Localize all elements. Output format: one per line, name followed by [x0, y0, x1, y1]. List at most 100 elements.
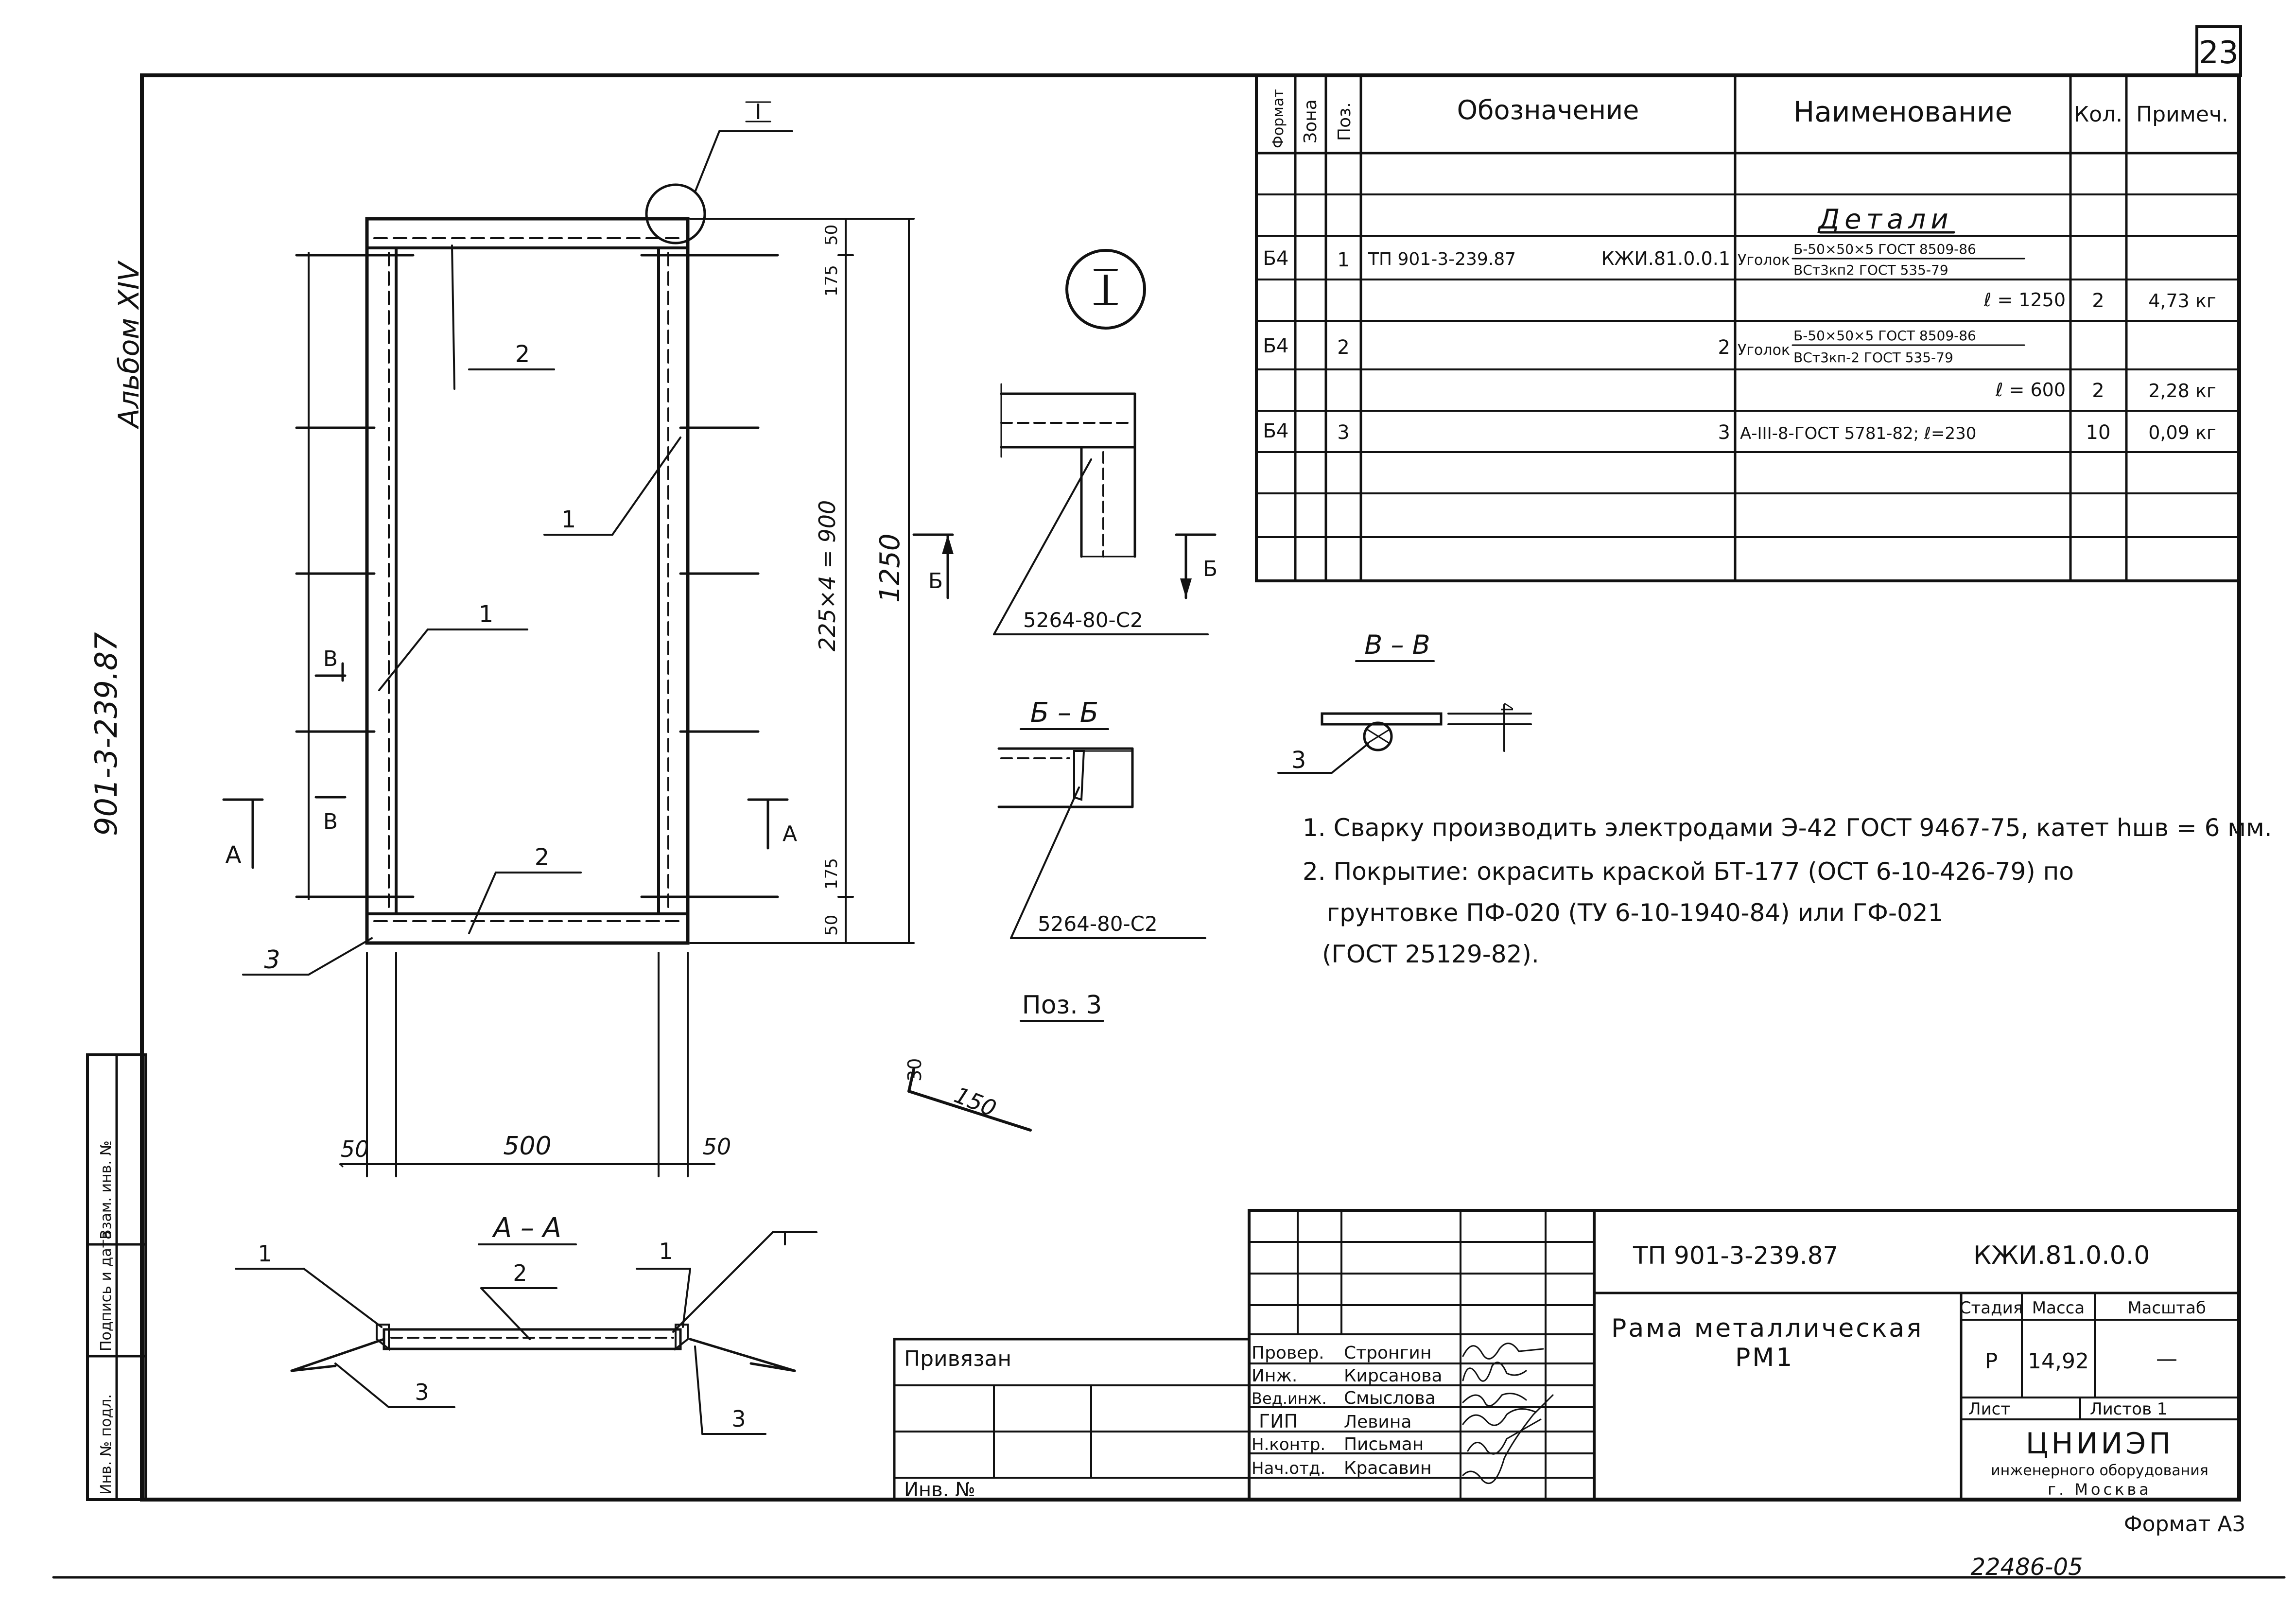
section-mark-a-left: А — [226, 841, 242, 869]
spec-row-1: Б4 1 ТП 901-3-239.87 КЖИ.81.0.0.1 Уголок… — [1263, 241, 2216, 312]
pos3-title: Поз. 3 — [1022, 991, 1102, 1020]
title-block: Привязан Инв. № Провер. Стронгин Инж. Ки… — [893, 1209, 2241, 1501]
col-designation: Обозначение — [1457, 95, 1639, 125]
section-vv: В – В 4 3 — [1277, 629, 1532, 774]
side-stamp: Инв. № подл. Подпись и дата Взам. инв. № — [86, 1053, 147, 1501]
spec-table: Формат Зона Поз. Обозначение Наименовани… — [1255, 74, 2241, 582]
signer-role-6: Нач.отд. — [1252, 1459, 1325, 1478]
signer-role-2: Инж. — [1252, 1366, 1297, 1386]
callout-3: 3 — [264, 945, 280, 975]
row2-name-top: Б-50×50×5 ГОСТ 8509-86 — [1793, 328, 1976, 344]
row1-pos: 1 — [1337, 249, 1349, 271]
stamp-inv-podl: Инв. № подл. — [98, 1394, 115, 1495]
row1-format: Б4 — [1263, 247, 1289, 270]
privyazan-label: Привязан — [904, 1346, 1011, 1371]
title-line1: Рама металлическая — [1611, 1314, 1923, 1343]
format-label: Формат А3 — [2124, 1512, 2246, 1537]
mass-label: Масса — [2032, 1298, 2085, 1318]
row1-designation: ТП 901-3-239.87 — [1368, 249, 1516, 269]
section-mark-v-top: В — [323, 646, 338, 671]
row1-name-bottom: ВСт3кп2 ГОСТ 535-79 — [1793, 262, 1948, 278]
row1-note: 4,73 кг — [2148, 290, 2216, 312]
bottom-angle — [365, 912, 689, 944]
row3-note: 0,09 кг — [2148, 422, 2216, 443]
callout-2-bottom: 2 — [535, 844, 550, 871]
dim-top-offset: 175 — [822, 265, 841, 297]
section-vv-dim: 4 — [1496, 702, 1516, 713]
section-aa-callout-3-right: 3 — [731, 1406, 746, 1432]
dim-width-left: 50 — [341, 1136, 369, 1162]
inv-no-label: Инв. № — [904, 1479, 975, 1501]
row3-name: А-III-8-ГОСТ 5781-82; ℓ=230 — [1740, 424, 1976, 443]
section-aa-callout-1-right: 1 — [659, 1238, 673, 1264]
row2-designation-code: 2 — [1718, 336, 1730, 359]
note-2-line3: (ГОСТ 25129-82). — [1322, 940, 1539, 968]
row2-name-bottom: ВСт3кп-2 ГОСТ 535-79 — [1793, 349, 1953, 366]
stamp-replaced-inv: Взам. инв. № — [98, 1140, 115, 1240]
org-name: ЦНИИЭП — [2026, 1427, 2174, 1461]
row1-designation-code: КЖИ.81.0.0.1 — [1601, 248, 1730, 269]
doc-code: КЖИ.81.0.0.0 — [1973, 1241, 2150, 1270]
node-detail: I 5264-80-С2 Б Б — [912, 249, 1218, 635]
row2-note: 2,28 кг — [2148, 380, 2216, 402]
row1-qty: 2 — [2092, 290, 2104, 312]
archive-number: 22486-05 — [1970, 1554, 2083, 1581]
signer-name-1: Стронгин — [1344, 1343, 1431, 1363]
sheet-label: Лист — [1968, 1399, 2010, 1419]
callout-1-right: 1 — [561, 506, 576, 533]
row2-name-prefix: Уголок — [1738, 342, 1790, 359]
spec-row-2: Б4 2 2 Уголок Б-50×50×5 ГОСТ 8509-86 ВСт… — [1263, 328, 2216, 402]
row2-format: Б4 — [1263, 335, 1289, 357]
dim-width-right: 50 — [703, 1134, 731, 1160]
col-format: Формат — [1270, 89, 1287, 148]
section-aa-title: А – А — [492, 1212, 561, 1244]
top-angle — [365, 217, 689, 249]
signer-role-3: Вед.инж. — [1252, 1389, 1327, 1408]
row2-qty: 2 — [2092, 380, 2104, 402]
main-view: 50 175 225×4 = 900 1250 175 50 50 500 50… — [222, 100, 915, 1177]
signer-role-4: ГИП — [1259, 1411, 1298, 1432]
signer-name-4: Левина — [1344, 1412, 1411, 1432]
org-sub: инженерного оборудования — [1991, 1462, 2209, 1479]
section-mark-b-right: Б — [1203, 557, 1218, 581]
section-mark-a-right: А — [783, 821, 797, 846]
node-detail-label: I — [1100, 267, 1112, 314]
note-2-line1: 2. Покрытие: окрасить краской БТ-177 (ОС… — [1303, 857, 2074, 886]
scale-value: — — [2156, 1346, 2177, 1371]
row1-name-prefix: Уголок — [1738, 252, 1790, 269]
node-weld: 5264-80-С2 — [1023, 608, 1143, 632]
scale-label: Масштаб — [2127, 1298, 2206, 1318]
signer-role-5: Н.контр. — [1252, 1435, 1325, 1454]
section-bb-title: Б – Б — [1030, 697, 1098, 729]
node-mark: I — [755, 100, 762, 124]
stamp-signature-date: Подпись и дата — [98, 1231, 115, 1352]
section-bb: Б – Б 5264-80-С2 Поз. 3 — [997, 697, 1206, 1022]
col-pos: Поз. — [1335, 102, 1355, 141]
signer-name-2: Кирсанова — [1344, 1366, 1443, 1386]
note-2-line2: грунтовке ПФ-020 (ТУ 6-10-1940-84) или Г… — [1327, 899, 1943, 927]
section-aa-callout-1-left: 1 — [258, 1240, 272, 1267]
note-1: 1. Сварку производить электродами Э-42 Г… — [1303, 814, 2272, 842]
album-label: Альбом XIV — [112, 260, 145, 430]
signer-name-6: Красавин — [1344, 1458, 1431, 1478]
org-city: г. Москва — [2048, 1480, 2152, 1499]
signature-scribbles — [1462, 1343, 1554, 1484]
pos3-sketch: 30 150 — [904, 1058, 1032, 1132]
section-details: Детали — [1817, 204, 1953, 235]
row2-pos: 2 — [1337, 336, 1349, 359]
spec-row-3: Б4 3 3 А-III-8-ГОСТ 5781-82; ℓ=230 10 0,… — [1263, 420, 2216, 444]
pos3-dim-short: 30 — [904, 1058, 925, 1082]
dim-bottom-offset: 175 — [822, 858, 841, 890]
dim-top-edge: 50 — [822, 225, 841, 245]
project-code: ТП 901-3-239.87 — [1633, 1241, 1838, 1270]
node-circle — [645, 183, 706, 245]
section-vv-callout: 3 — [1291, 747, 1306, 774]
col-note: Примеч. — [2136, 102, 2228, 127]
section-mark-b-left: Б — [928, 569, 943, 594]
stage-value: Р — [1985, 1349, 1998, 1374]
row1-name-top: Б-50×50×5 ГОСТ 8509-86 — [1793, 241, 1976, 257]
pos3-dim-long: 150 — [951, 1082, 1000, 1122]
dim-bottom-edge: 50 — [822, 915, 841, 936]
row3-designation-code: 3 — [1718, 421, 1730, 444]
